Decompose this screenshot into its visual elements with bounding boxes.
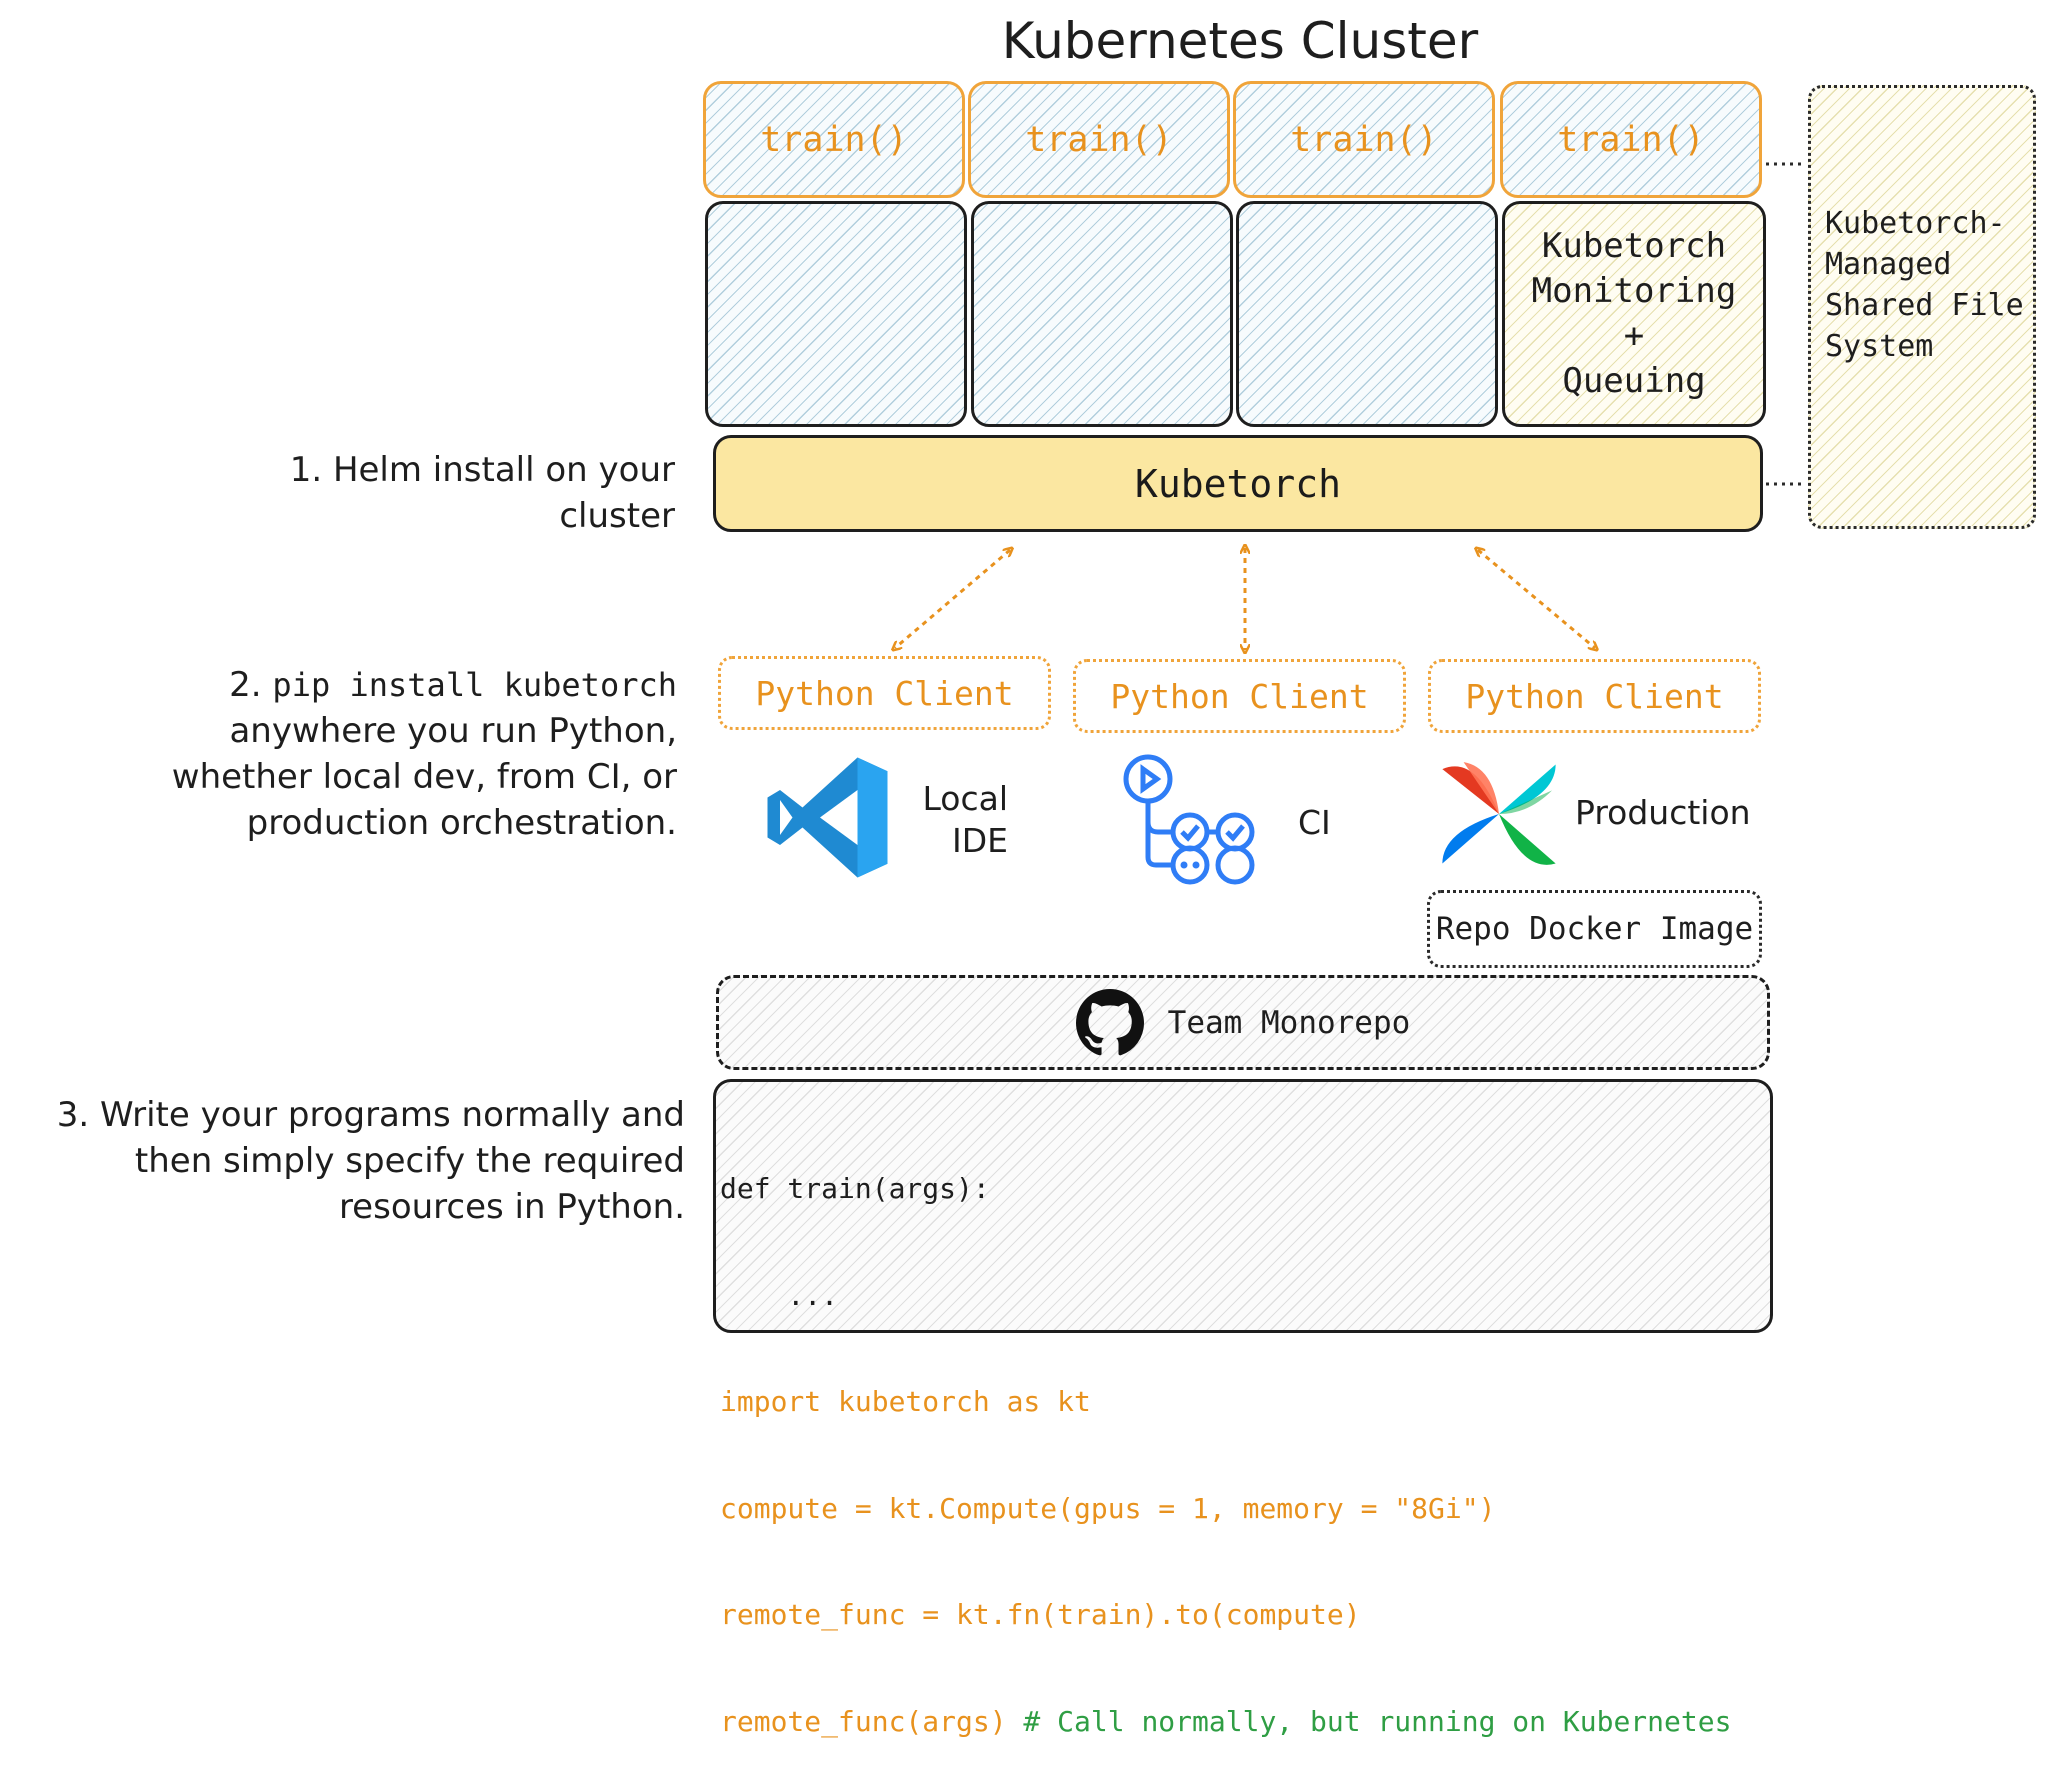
shared-fs-line-2: Managed [1825,247,1952,282]
shared-fs-line-1: Kubetorch- [1825,206,2006,241]
train-box-4: train() [1500,81,1762,198]
shared-fs-line-3: Shared File [1825,288,2024,323]
connector-lines [0,162,1806,1337]
code-call: remote_func(args) [720,1704,1007,1738]
team-monorepo-box: Team Monorepo [716,975,1770,1070]
local-label-line-1: Local [922,779,1008,818]
step-1-line-1: 1. Helm install on your [289,450,675,490]
arrow-right-client [1478,550,1595,648]
ci-label: CI [1298,803,1331,842]
production-label: Production [1575,793,1751,832]
team-monorepo-label: Team Monorepo [1167,1004,1411,1041]
code-snippet: def train(args): ... import kubetorch as… [713,1079,1773,1738]
step-3-line-2: then simply specify the required [134,1141,685,1181]
arrow-left-client [895,550,1010,648]
code-comment: # Call normally, but running on Kubernet… [1006,1704,1732,1738]
step-1-text: 1. Helm install on your cluster [130,447,675,539]
kubetorch-bar: Kubetorch [713,435,1763,532]
shared-fs-line-4: System [1825,329,1934,364]
code-line-4: compute = kt.Compute(gpus = 1, memory = … [720,1491,1496,1525]
local-label-line-2: IDE [952,821,1008,860]
code-line-6: remote_func(args) # Call normally, but r… [720,1704,1770,1740]
code-line-5: remote_func = kt.fn(train).to(compute) [720,1598,1361,1631]
monitoring-line-4: Queuing [1562,361,1706,401]
cluster-node-1 [705,201,967,427]
vscode-icon [767,757,888,878]
repo-docker-image-box: Repo Docker Image [1427,890,1762,968]
diagram-title: Kubernetes Cluster [1001,12,1479,70]
train-box-2: train() [968,81,1230,198]
code-line-3: import kubetorch as kt [720,1385,1091,1418]
train-box-1: train() [703,81,965,198]
step-2-heading: 2. pip install kubetorch [100,662,677,708]
step-2-line-1: anywhere you run Python, [229,711,677,751]
step-3-line-1: 3. Write your programs normally and [56,1095,685,1135]
ci-workflow-icon [1123,754,1255,885]
step-2-prefix: 2. [229,665,273,705]
airflow-pinwheel-icon [1442,762,1556,865]
step-3-line-3: resources in Python. [338,1187,685,1227]
shared-file-system: Kubetorch- Managed Shared File System [1808,85,2036,529]
python-client-production: Python Client [1428,659,1761,733]
python-client-ci: Python Client [1073,659,1406,733]
monitoring-line-2: Monitoring [1531,271,1737,311]
train-box-3: train() [1233,81,1495,198]
step-2-line-2: whether local dev, from CI, or [171,757,677,797]
step-2-text: 2. pip install kubetorch anywhere you ru… [100,662,677,846]
monitoring-line-3: + [1623,316,1645,356]
step-3-text: 3. Write your programs normally and then… [20,1092,685,1230]
pip-install-command: pip install kubetorch [272,666,677,704]
monitoring-queuing-node: Kubetorch Monitoring + Queuing [1502,201,1766,427]
cluster-node-3 [1236,201,1498,427]
cluster-node-2 [971,201,1233,427]
code-line-1: def train(args): [720,1172,990,1205]
monitoring-line-1: Kubetorch [1541,226,1727,266]
github-icon [1075,988,1144,1055]
step-2-line-3: production orchestration. [246,803,677,843]
local-ide-label: Local IDE [918,778,1008,862]
python-client-local: Python Client [718,656,1051,730]
code-line-2: ... [720,1278,839,1312]
step-1-line-2: cluster [559,496,675,536]
